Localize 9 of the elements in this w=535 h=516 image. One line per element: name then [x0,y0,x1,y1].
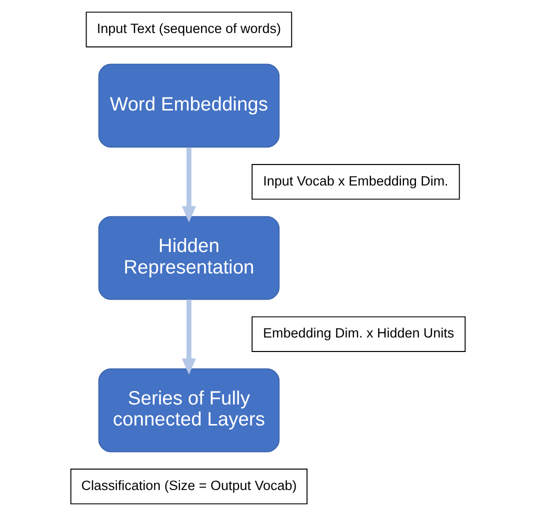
arrow [181,300,196,375]
node-box: Input Vocab x Embedding Dim. [251,164,460,200]
node-box: Input Text (sequence of words) [85,12,292,48]
node-box: Series of Fully connected Layers [98,368,280,452]
node-box: Word Embeddings [98,64,280,148]
node-box: Hidden Representation [98,216,280,300]
arrow [181,147,196,222]
node-box: Classification (Size = Output Vocab) [70,468,308,504]
node-box: Embedding Dim. x Hidden Units [251,316,466,352]
